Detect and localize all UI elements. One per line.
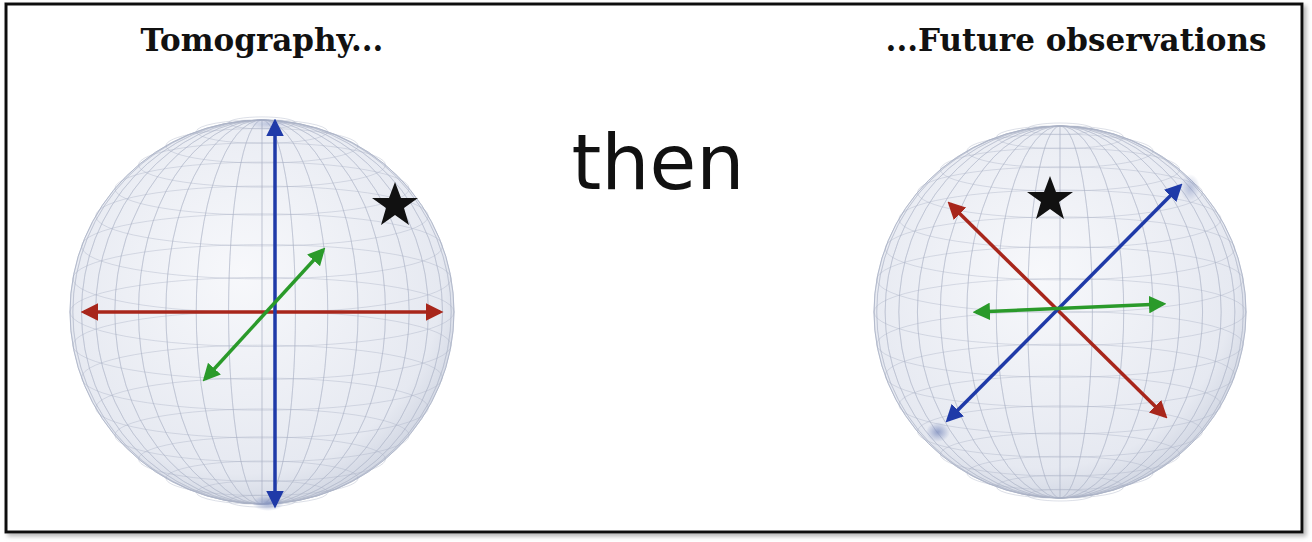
- grid-line: [73, 120, 451, 504]
- star-marker: [1027, 176, 1073, 219]
- connector-word: then: [572, 118, 745, 207]
- grid-line: [874, 126, 1246, 498]
- star-marker: [372, 182, 418, 225]
- grid-line: [81, 120, 442, 504]
- bloch-sphere: [874, 123, 1246, 501]
- grid-line: [885, 126, 1235, 498]
- grid-line: [81, 120, 442, 504]
- grid-line: [70, 120, 454, 504]
- grid-line: [877, 126, 1244, 498]
- y-axis: [976, 304, 1163, 312]
- z-axis: [948, 186, 1180, 420]
- panel-heading: Tomography...: [141, 22, 384, 58]
- grid-line: [899, 126, 1221, 498]
- bloch-sphere: [70, 117, 454, 511]
- panel-heading: ...Future observations: [886, 22, 1267, 58]
- grid-line: [899, 126, 1221, 498]
- grid-line: [885, 126, 1235, 498]
- z-axis: [273, 122, 277, 505]
- grid-line: [917, 126, 1202, 498]
- grid-line: [877, 126, 1244, 498]
- grid-line: [73, 120, 451, 504]
- x-axis: [84, 310, 440, 314]
- grid-line: [940, 126, 1179, 498]
- grid-line: [940, 126, 1179, 498]
- y-axis: [205, 250, 323, 379]
- frame: [6, 4, 1302, 532]
- grid-line: [917, 126, 1202, 498]
